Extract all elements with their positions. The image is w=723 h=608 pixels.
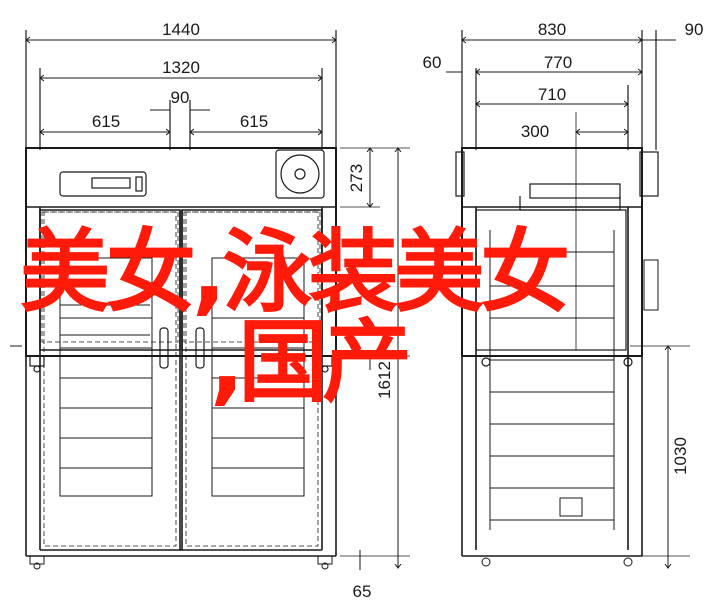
dim-handle-depth: 90 — [685, 20, 704, 39]
dim-foot: 65 — [353, 582, 372, 601]
dim-right-door: 615 — [240, 112, 268, 131]
dim-inner-width: 1320 — [162, 58, 200, 77]
dim-overall-width: 1440 — [162, 20, 200, 39]
left-door-handle — [159, 327, 169, 369]
dim-side-height: 1612 — [375, 361, 394, 399]
dim-depth-710: 710 — [538, 85, 566, 104]
dim-depth: 830 — [538, 20, 566, 39]
dim-front-offset: 60 — [423, 53, 442, 72]
dim-shelf-depth: 300 — [521, 122, 549, 141]
dim-top-panel-height: 273 — [347, 164, 366, 192]
dim-inner-height: 1030 — [671, 437, 690, 475]
dim-door-gap: 90 — [171, 88, 190, 107]
dim-left-door: 615 — [92, 112, 120, 131]
dim-depth-770: 770 — [544, 53, 572, 72]
right-door-handle — [195, 327, 205, 369]
